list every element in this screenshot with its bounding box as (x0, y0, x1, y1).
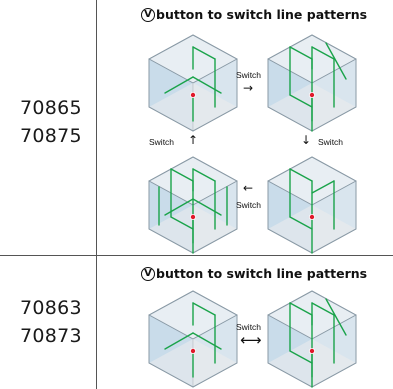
laser-cube-diagram-2 (267, 34, 357, 132)
laser-cube-diagram-1 (148, 34, 238, 132)
model-number: 70863 (20, 297, 82, 319)
switch-label: Switch (236, 322, 262, 332)
laser-dot (190, 348, 197, 355)
laser-line (170, 168, 194, 182)
arrow-right-icon: → (243, 81, 254, 95)
laser-line (192, 46, 216, 60)
laser-cube-diagram-4 (267, 156, 357, 254)
laser-line (311, 180, 335, 194)
laser-dot (190, 214, 197, 221)
laser-line (164, 198, 194, 216)
arrow-left-icon: ← (243, 181, 254, 195)
v-button-icon: V (141, 266, 155, 281)
cube-outline (148, 34, 238, 132)
laser-line (289, 94, 313, 108)
horizontal-divider (0, 255, 393, 256)
laser-line (192, 332, 222, 350)
laser-line (192, 168, 216, 182)
double-arrow-icon: ⟷ (240, 331, 262, 349)
laser-line (192, 198, 222, 216)
laser-cube-diagram-5 (148, 290, 238, 388)
laser-cube-diagram-3 (148, 156, 238, 254)
laser-line (325, 42, 347, 80)
laser-line (164, 76, 194, 94)
laser-line (192, 76, 222, 94)
laser-line (311, 302, 335, 316)
laser-line (289, 168, 313, 182)
vertical-divider (96, 0, 97, 389)
laser-line (311, 46, 335, 60)
laser-dot (309, 92, 316, 99)
laser-line (170, 216, 194, 230)
switch-label: Switch (236, 70, 262, 80)
laser-line (289, 350, 313, 364)
heading-text: button to switch line patterns (156, 7, 368, 22)
laser-dot (309, 214, 316, 221)
switch-label: Switch (236, 200, 262, 210)
laser-line (192, 302, 216, 316)
laser-line (289, 46, 313, 60)
switch-label: Switch (318, 137, 344, 147)
model-number: 70875 (20, 125, 82, 147)
model-number: 70873 (20, 325, 82, 347)
laser-line (325, 298, 347, 336)
laser-dot (309, 348, 316, 355)
laser-cube-diagram-6 (267, 290, 357, 388)
laser-dot (190, 92, 197, 99)
section-heading: V button to switch line patterns (141, 7, 367, 22)
heading-text: button to switch line patterns (156, 266, 368, 281)
laser-line (289, 302, 313, 316)
laser-line (289, 216, 313, 230)
arrow-up-icon: ↑ (188, 133, 199, 147)
cube-outline (148, 290, 238, 388)
laser-line (164, 332, 194, 350)
v-button-icon: V (141, 7, 155, 22)
switch-label: Switch (149, 137, 175, 147)
section-heading: V button to switch line patterns (141, 266, 367, 281)
model-number: 70865 (20, 97, 82, 119)
arrow-down-icon: ↓ (301, 133, 312, 147)
